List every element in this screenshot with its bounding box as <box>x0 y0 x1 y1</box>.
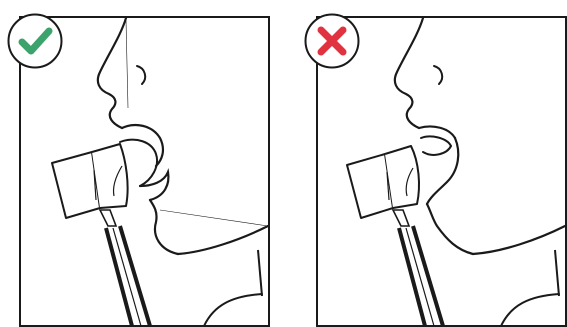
throat-line <box>555 250 559 296</box>
throat-line <box>258 250 262 296</box>
tube-shaft <box>399 226 443 326</box>
nostril <box>137 66 145 84</box>
checkmark-icon <box>6 12 64 70</box>
open-mouth <box>421 136 451 154</box>
neck-line <box>204 294 262 326</box>
mouthpiece-body <box>52 152 100 218</box>
mouthpiece-body <box>347 154 393 218</box>
face-profile <box>395 18 423 128</box>
tube-shaft <box>106 226 150 326</box>
guide-line-horizontal <box>160 210 268 226</box>
jaw-line <box>473 226 565 254</box>
nostril <box>434 66 442 84</box>
connector <box>393 210 409 226</box>
jaw-line <box>178 226 268 254</box>
incorrect-badge <box>303 12 361 70</box>
cross-icon <box>303 12 361 70</box>
face-profile <box>98 18 126 128</box>
incorrect-example-panel <box>297 0 567 327</box>
lower-lip <box>140 172 168 200</box>
neck-line <box>501 294 559 326</box>
chin <box>427 204 473 254</box>
correct-example-panel <box>0 0 270 327</box>
correct-badge <box>6 12 64 70</box>
connector <box>100 210 116 226</box>
chin <box>150 200 178 254</box>
guide-line-vertical <box>126 20 128 108</box>
lower-lip <box>427 138 458 204</box>
